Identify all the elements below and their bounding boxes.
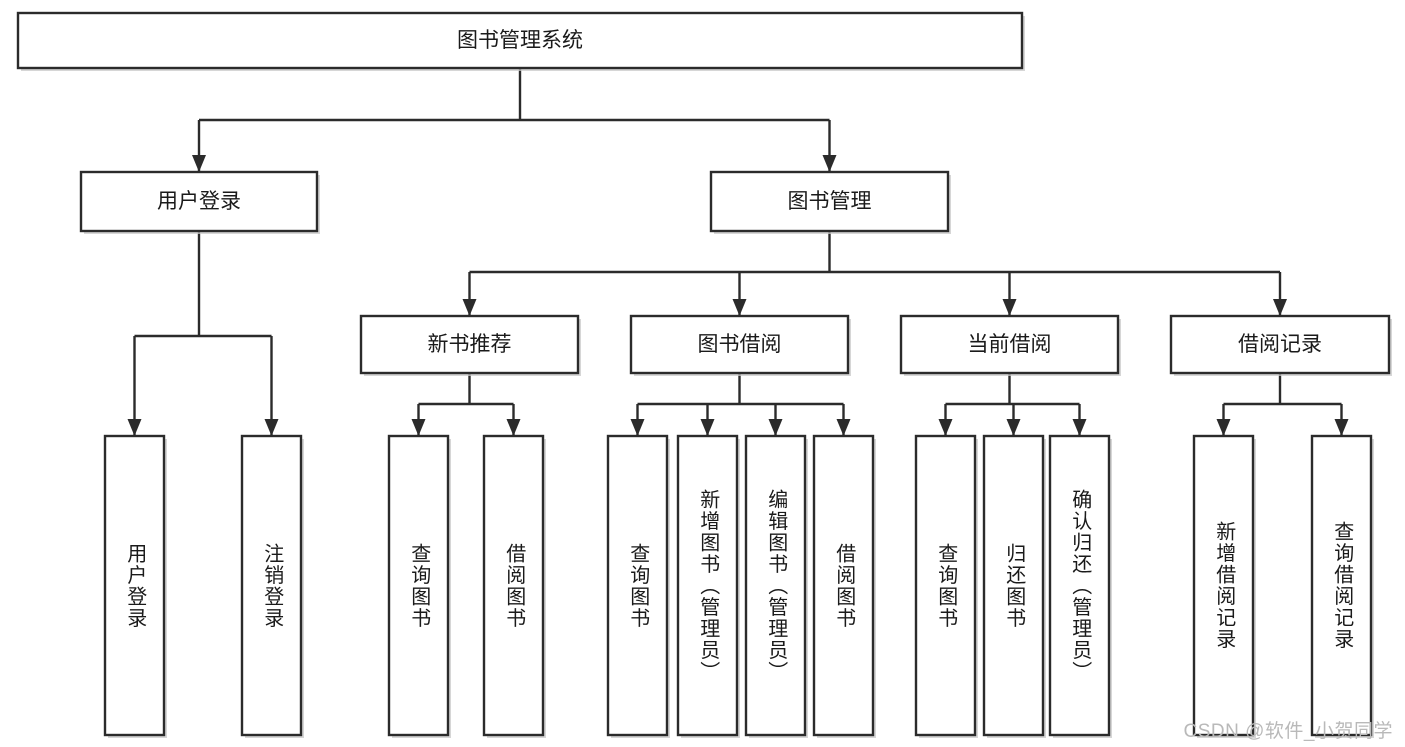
user-login-arrow-0 [127, 419, 142, 436]
book-borrow-arrow-3 [836, 419, 851, 436]
node-new-book-rec-label: 新书推荐 [428, 333, 512, 356]
node-leaf-query-book-rec[interactable] [387, 434, 450, 737]
root-arrow-0 [192, 155, 206, 172]
book-manage-arrow-3 [1273, 299, 1287, 316]
node-leaf-user-login[interactable] [103, 434, 166, 737]
node-root-label: 图书管理系统 [457, 29, 583, 52]
node-leaf-borrow-book[interactable] [812, 434, 875, 737]
new-book-rec-arrow-0 [411, 419, 426, 436]
node-book-manage[interactable] [709, 170, 950, 233]
node-leaf-query-record[interactable] [1310, 434, 1373, 737]
borrow-record-arrow-1 [1334, 419, 1349, 436]
connectors-layer [127, 68, 1349, 436]
boxes-layer [16, 11, 1392, 738]
node-current-borrow-label: 当前借阅 [968, 333, 1052, 356]
node-borrow-record-label: 借阅记录 [1238, 333, 1322, 356]
node-leaf-logout[interactable] [240, 434, 303, 737]
new-book-rec-arrow-1 [506, 419, 521, 436]
borrow-record-arrow-0 [1216, 419, 1231, 436]
book-borrow-arrow-1 [700, 419, 715, 436]
node-book-borrow[interactable] [629, 314, 850, 375]
node-current-borrow[interactable] [899, 314, 1120, 375]
node-user-login[interactable] [79, 170, 319, 233]
node-root[interactable] [16, 11, 1024, 70]
book-borrow-arrow-2 [768, 419, 783, 436]
node-book-borrow-label: 图书借阅 [698, 333, 782, 356]
node-leaf-edit-book[interactable] [744, 434, 807, 737]
node-leaf-query-book-cur[interactable] [914, 434, 977, 737]
node-book-manage-label: 图书管理 [788, 190, 872, 213]
book-manage-arrow-0 [462, 299, 477, 316]
node-leaf-confirm-return[interactable] [1048, 434, 1111, 737]
node-leaf-return-book[interactable] [982, 434, 1045, 737]
current-borrow-arrow-0 [938, 419, 953, 436]
root-arrow-1 [822, 155, 837, 172]
node-leaf-query-book-borrow[interactable] [606, 434, 669, 737]
user-login-arrow-1 [264, 419, 279, 436]
current-borrow-arrow-2 [1072, 419, 1087, 436]
watermark-text: CSDN @软件_小贺同学 [1183, 721, 1393, 742]
node-leaf-add-record[interactable] [1192, 434, 1255, 737]
node-user-login-label: 用户登录 [157, 190, 241, 213]
book-borrow-arrow-0 [630, 419, 645, 436]
node-borrow-record[interactable] [1169, 314, 1391, 375]
book-manage-arrow-1 [732, 299, 747, 316]
current-borrow-arrow-1 [1006, 419, 1021, 436]
node-leaf-borrow-book-rec[interactable] [482, 434, 545, 737]
book-manage-arrow-2 [1002, 299, 1017, 316]
node-leaf-add-book[interactable] [676, 434, 739, 737]
node-new-book-rec[interactable] [359, 314, 580, 375]
